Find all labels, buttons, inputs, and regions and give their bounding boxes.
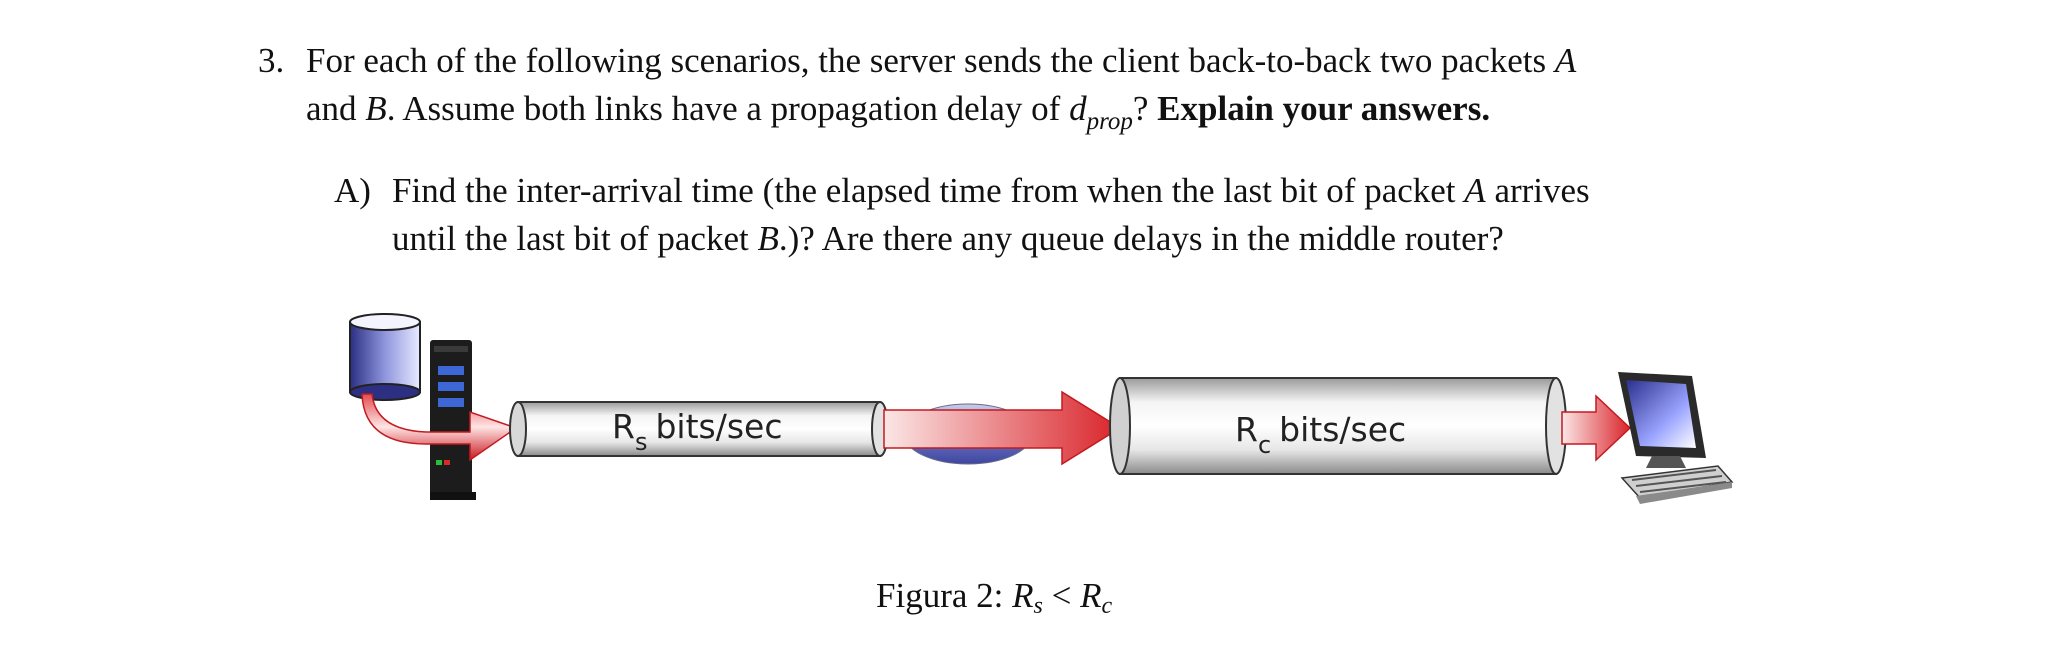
- packet-a-var: A: [1554, 41, 1577, 80]
- router-arrow: [883, 390, 1122, 466]
- subquestion-line-1-end: arrives: [1494, 171, 1590, 210]
- caption-operator: <: [1051, 576, 1072, 615]
- question-line-2: and B. Assume both links have a propagat…: [306, 85, 1826, 137]
- subquestion-line-2-text: .)? Are there any queue delays in the mi…: [778, 219, 1504, 258]
- server-icon: [430, 340, 476, 500]
- subquestion-label: A): [334, 171, 371, 210]
- question-line-1-text: For each of the following scenarios, the…: [306, 41, 1547, 80]
- question-line-1: For each of the following scenarios, the…: [306, 37, 1826, 85]
- subquestion-line-1-text: Find the inter-arrival time (the elapsed…: [392, 171, 1456, 210]
- database-icon: [349, 313, 421, 401]
- caption-lhs: Rs: [1012, 576, 1043, 619]
- client-arrow: [1561, 394, 1632, 462]
- question-mark: ?: [1132, 89, 1149, 128]
- delay-subscript: prop: [1086, 108, 1133, 135]
- client-computer-icon: [1618, 372, 1734, 504]
- figure-caption: Figura 2: Rs < Rc: [876, 572, 1112, 624]
- server-output-arrow: [361, 393, 518, 462]
- packet-b-var: B: [365, 89, 387, 128]
- explain-emphasis: Explain your answers.: [1157, 89, 1491, 128]
- subquestion-line-2: until the last bit of packet B.)? Are th…: [392, 215, 1842, 263]
- question-and: and: [306, 89, 357, 128]
- caption-rhs: Rc: [1080, 576, 1113, 619]
- sub-packet-a-var: A: [1464, 171, 1486, 210]
- caption-prefix: Figura 2:: [876, 576, 1004, 615]
- question-line-2-text: . Assume both links have a propagation d…: [386, 89, 1061, 128]
- subquestion-line-2-start: until the last bit of packet: [392, 219, 749, 258]
- question-text: For each of the following scenarios, the…: [306, 37, 1826, 137]
- question-number: 3.: [258, 41, 285, 80]
- delay-symbol: dprop: [1069, 89, 1133, 135]
- sub-packet-b-var: B: [757, 219, 779, 258]
- subquestion-text: Find the inter-arrival time (the elapsed…: [392, 167, 1842, 263]
- subquestion-line-1: Find the inter-arrival time (the elapsed…: [392, 167, 1842, 215]
